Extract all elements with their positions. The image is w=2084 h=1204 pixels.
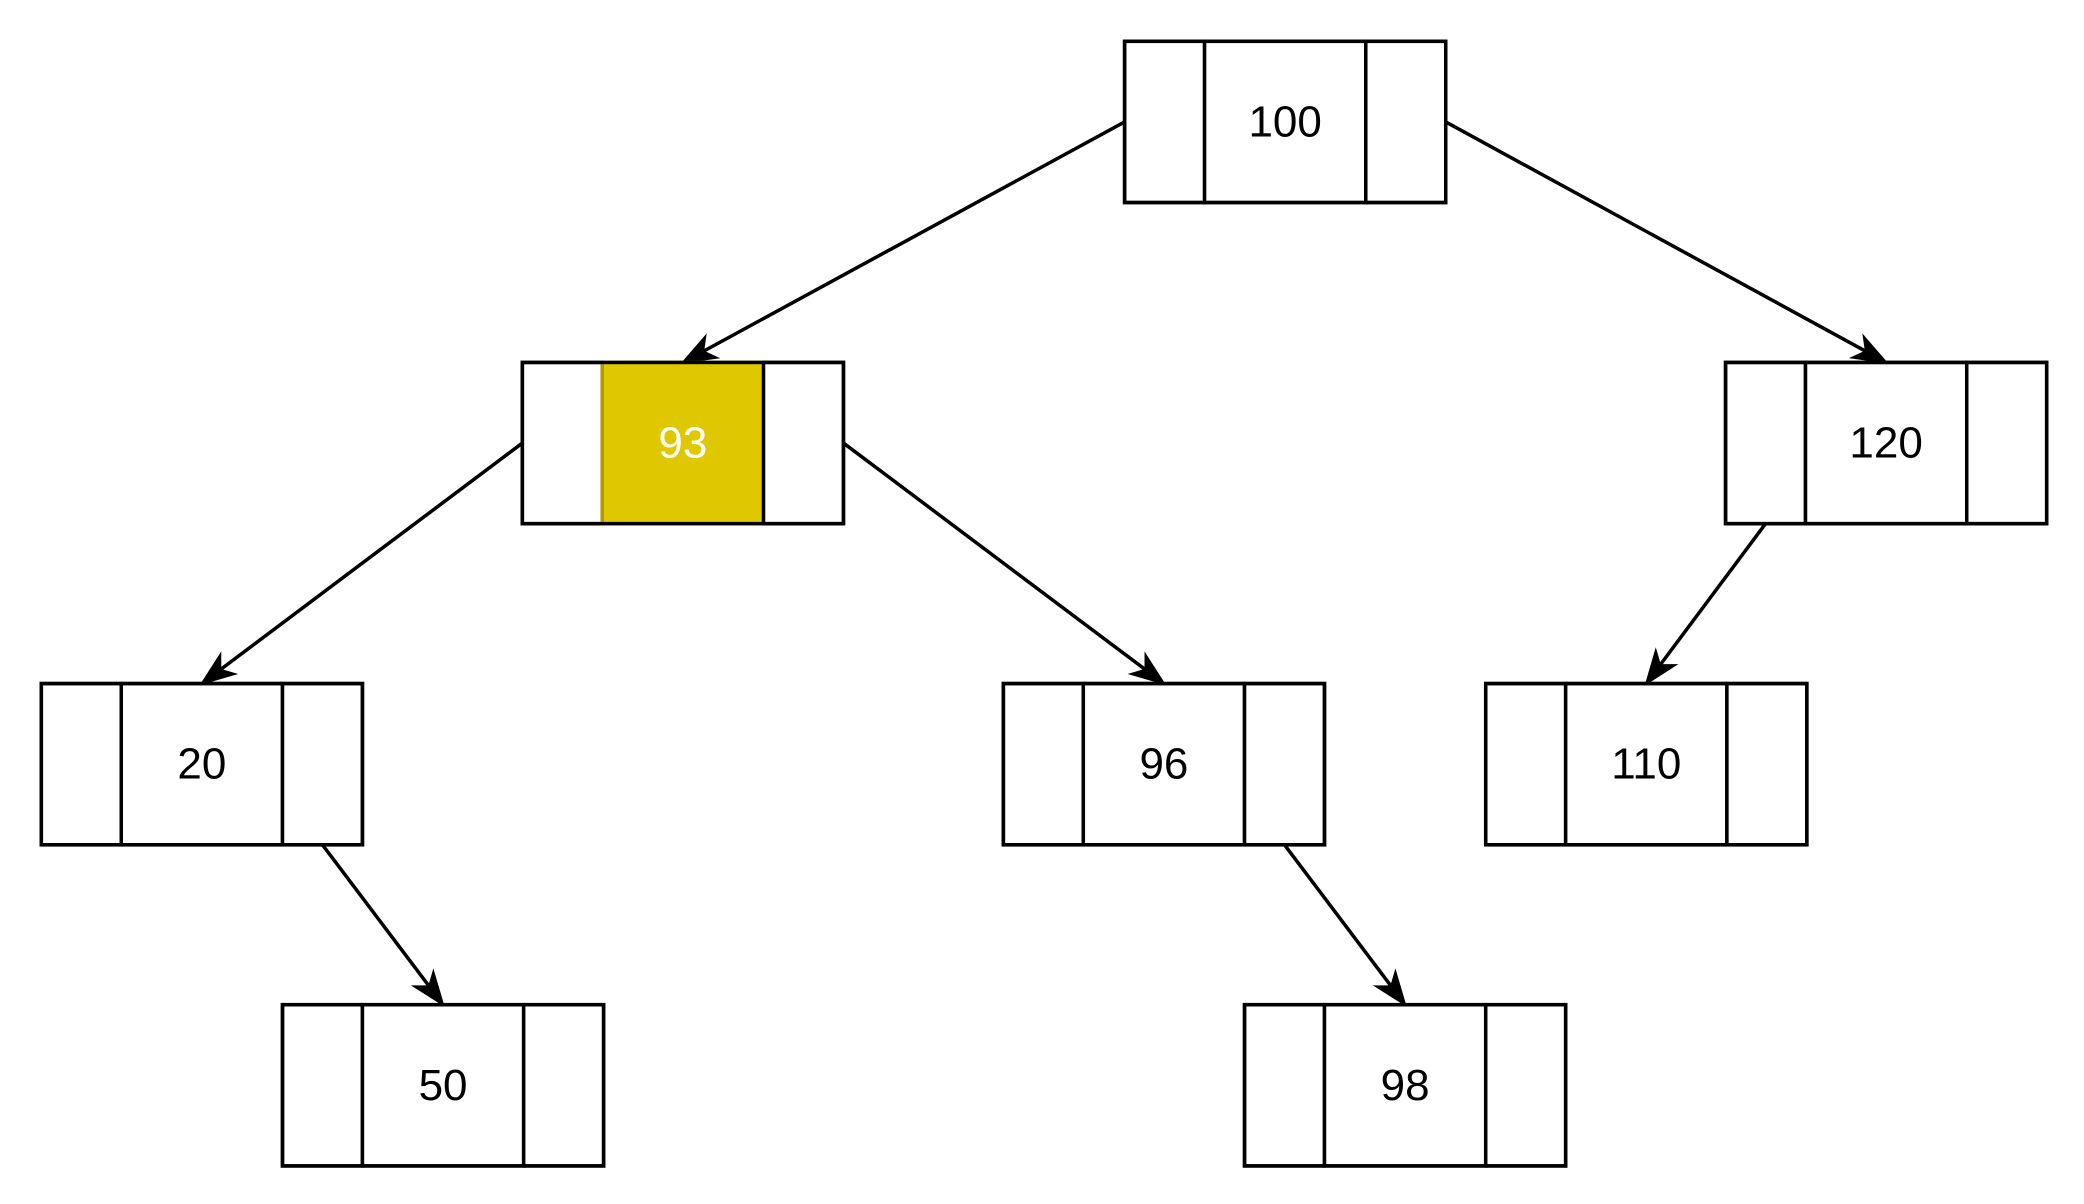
edge-n20-to-n50 xyxy=(321,843,431,988)
arrowhead-n96-to-n98 xyxy=(1372,968,1407,1007)
node-value-label: 110 xyxy=(1611,740,1681,789)
edge-n96-to-n98 xyxy=(1283,843,1394,988)
arrowhead-n100-to-n93 xyxy=(680,333,721,364)
arrowhead-n100-to-n120 xyxy=(1848,333,1889,364)
right-pointer-cell xyxy=(1725,681,1809,847)
value-cell xyxy=(1563,681,1729,847)
value-cell xyxy=(600,360,766,526)
edge-n100-to-n120 xyxy=(1444,120,1868,354)
right-pointer-cell xyxy=(1364,39,1448,205)
arrowhead-n20-to-n50 xyxy=(410,968,445,1007)
node-value-label: 98 xyxy=(1381,1061,1430,1110)
edges-layer xyxy=(199,120,1889,1007)
tree-node-n98: 98 xyxy=(1242,1002,1568,1168)
node-border xyxy=(1001,681,1327,847)
right-pointer-cell xyxy=(1964,360,2049,526)
edge-n93-to-n96 xyxy=(842,441,1148,672)
tree-node-n100: 100 xyxy=(1122,39,1448,205)
left-pointer-cell xyxy=(1483,681,1568,847)
tree-node-n50: 50 xyxy=(280,1002,606,1168)
arrowhead-n93-to-n96 xyxy=(1127,651,1167,686)
left-pointer-cell xyxy=(520,360,605,526)
edge-n93-to-n20 xyxy=(218,441,524,672)
edge-n120-to-n110 xyxy=(1658,522,1767,667)
left-pointer-cell xyxy=(1242,1002,1327,1168)
arrowhead-n93-to-n20 xyxy=(199,651,239,686)
node-value-label: 120 xyxy=(1849,419,1922,468)
node-border xyxy=(1723,360,2049,526)
value-cell xyxy=(119,681,285,847)
node-border xyxy=(520,360,846,526)
node-border xyxy=(39,681,365,847)
left-pointer-cell xyxy=(280,1002,365,1168)
node-border xyxy=(280,1002,606,1168)
value-cell xyxy=(1803,360,1969,526)
value-cell xyxy=(1081,681,1247,847)
node-border xyxy=(1483,681,1809,847)
nodes-layer: 100 93 120 20 96 110 50 98 xyxy=(39,39,2049,1168)
right-pointer-cell xyxy=(521,1002,606,1168)
tree-node-n20: 20 xyxy=(39,681,365,847)
tree-node-n110: 110 xyxy=(1483,681,1809,847)
value-cell xyxy=(1202,39,1368,205)
edge-n100-to-n93 xyxy=(701,120,1126,354)
node-value-label: 93 xyxy=(658,419,707,468)
tree-node-n120: 120 xyxy=(1723,360,2049,526)
node-value-label: 50 xyxy=(419,1061,468,1110)
tree-node-n93: 93 xyxy=(520,360,846,526)
right-pointer-cell xyxy=(1242,681,1327,847)
node-value-label: 20 xyxy=(177,740,226,789)
right-pointer-cell xyxy=(761,360,846,526)
left-pointer-cell xyxy=(39,681,124,847)
left-pointer-cell xyxy=(1723,360,1808,526)
right-pointer-cell xyxy=(1483,1002,1568,1168)
node-border xyxy=(1122,39,1448,205)
node-value-label: 100 xyxy=(1248,97,1321,146)
left-pointer-cell xyxy=(1001,681,1086,847)
arrowhead-n120-to-n110 xyxy=(1644,647,1679,686)
right-pointer-cell xyxy=(280,681,365,847)
node-value-label: 96 xyxy=(1139,740,1188,789)
value-cell xyxy=(1322,1002,1488,1168)
left-pointer-cell xyxy=(1122,39,1207,205)
tree-node-n96: 96 xyxy=(1001,681,1327,847)
node-border xyxy=(1242,1002,1568,1168)
